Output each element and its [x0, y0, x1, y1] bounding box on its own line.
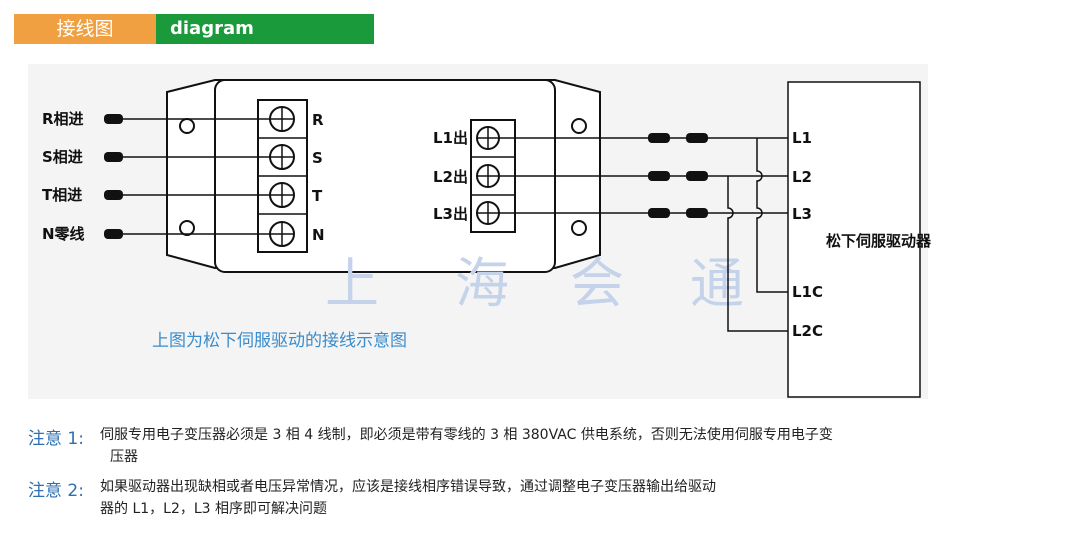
watermark-char: 通	[690, 252, 744, 315]
terminal-label: N	[312, 226, 325, 244]
watermark-char: 会	[570, 252, 624, 315]
header-subtitle: diagram	[170, 18, 254, 39]
connector-plug	[104, 152, 123, 162]
note-text: 伺服专用电子变压器必须是 3 相 4 线制，即必须是带有零线的 3 相 380V…	[100, 424, 980, 468]
diagram-caption: 上图为松下伺服驱动的接线示意图	[152, 331, 407, 351]
note-1: 注意 1: 伺服专用电子变压器必须是 3 相 4 线制，即必须是带有零线的 3 …	[28, 424, 1048, 468]
header: 接线图 diagram	[14, 14, 374, 44]
note-text: 如果驱动器出现缺相或者电压异常情况，应该是接线相序错误导致，通过调整电子变压器输…	[100, 476, 980, 520]
driver-label: 松下伺服驱动器	[826, 232, 932, 250]
connector-plug	[686, 171, 708, 181]
driver-terminal-label: L1C	[792, 283, 823, 301]
note-line: 如果驱动器出现缺相或者电压异常情况，应该是接线相序错误导致，通过调整电子变压器输…	[100, 479, 716, 495]
notes: 注意 1: 伺服专用电子变压器必须是 3 相 4 线制，即必须是带有零线的 3 …	[28, 424, 1048, 528]
wire	[756, 138, 788, 293]
header-orange-block	[14, 14, 156, 44]
header-title: 接线图	[56, 18, 114, 40]
watermark-char: 海	[455, 252, 509, 315]
connector-plug	[686, 133, 708, 143]
driver-terminal-label: L2	[792, 168, 812, 186]
input-label: R相进	[42, 110, 84, 128]
note-line: 伺服专用电子变压器必须是 3 相 4 线制，即必须是带有零线的 3 相 380V…	[100, 427, 833, 443]
connector-plug	[648, 208, 670, 218]
connector-plug	[104, 229, 123, 239]
wire	[727, 176, 788, 332]
note-label: 注意 1:	[28, 429, 84, 449]
connector-plug	[104, 114, 123, 124]
note-line: 器的 L1，L2，L3 相序即可解决问题	[100, 501, 328, 517]
header-green-block	[156, 14, 374, 44]
note-2: 注意 2: 如果驱动器出现缺相或者电压异常情况，应该是接线相序错误导致，通过调整…	[28, 476, 1048, 520]
mounting-hole	[571, 118, 587, 134]
connector-plug	[686, 208, 708, 218]
output-label: L2出	[433, 168, 468, 186]
terminal-label: R	[312, 111, 324, 129]
output-label: L1出	[433, 129, 468, 147]
note-line: 压器	[110, 449, 138, 465]
servo-driver-box	[787, 81, 921, 398]
driver-terminal-label: L3	[792, 205, 812, 223]
terminal-label: T	[312, 187, 323, 205]
watermark-char: 上	[325, 252, 379, 315]
input-label: N零线	[42, 225, 85, 243]
mounting-hole	[179, 220, 195, 236]
input-label: T相进	[42, 186, 82, 204]
driver-terminal-label: L2C	[792, 322, 823, 340]
terminal-label: S	[312, 149, 323, 167]
connector-plug	[104, 190, 123, 200]
connector-plug	[648, 171, 670, 181]
connector-plug	[648, 133, 670, 143]
input-terminal-block: R相进 R S相进 S T相进 T N零线 N	[42, 99, 325, 253]
input-label: S相进	[42, 148, 83, 166]
driver-terminal-label: L1	[792, 129, 812, 147]
mounting-hole	[571, 220, 587, 236]
note-label: 注意 2:	[28, 481, 84, 501]
output-label: L3出	[433, 205, 468, 223]
